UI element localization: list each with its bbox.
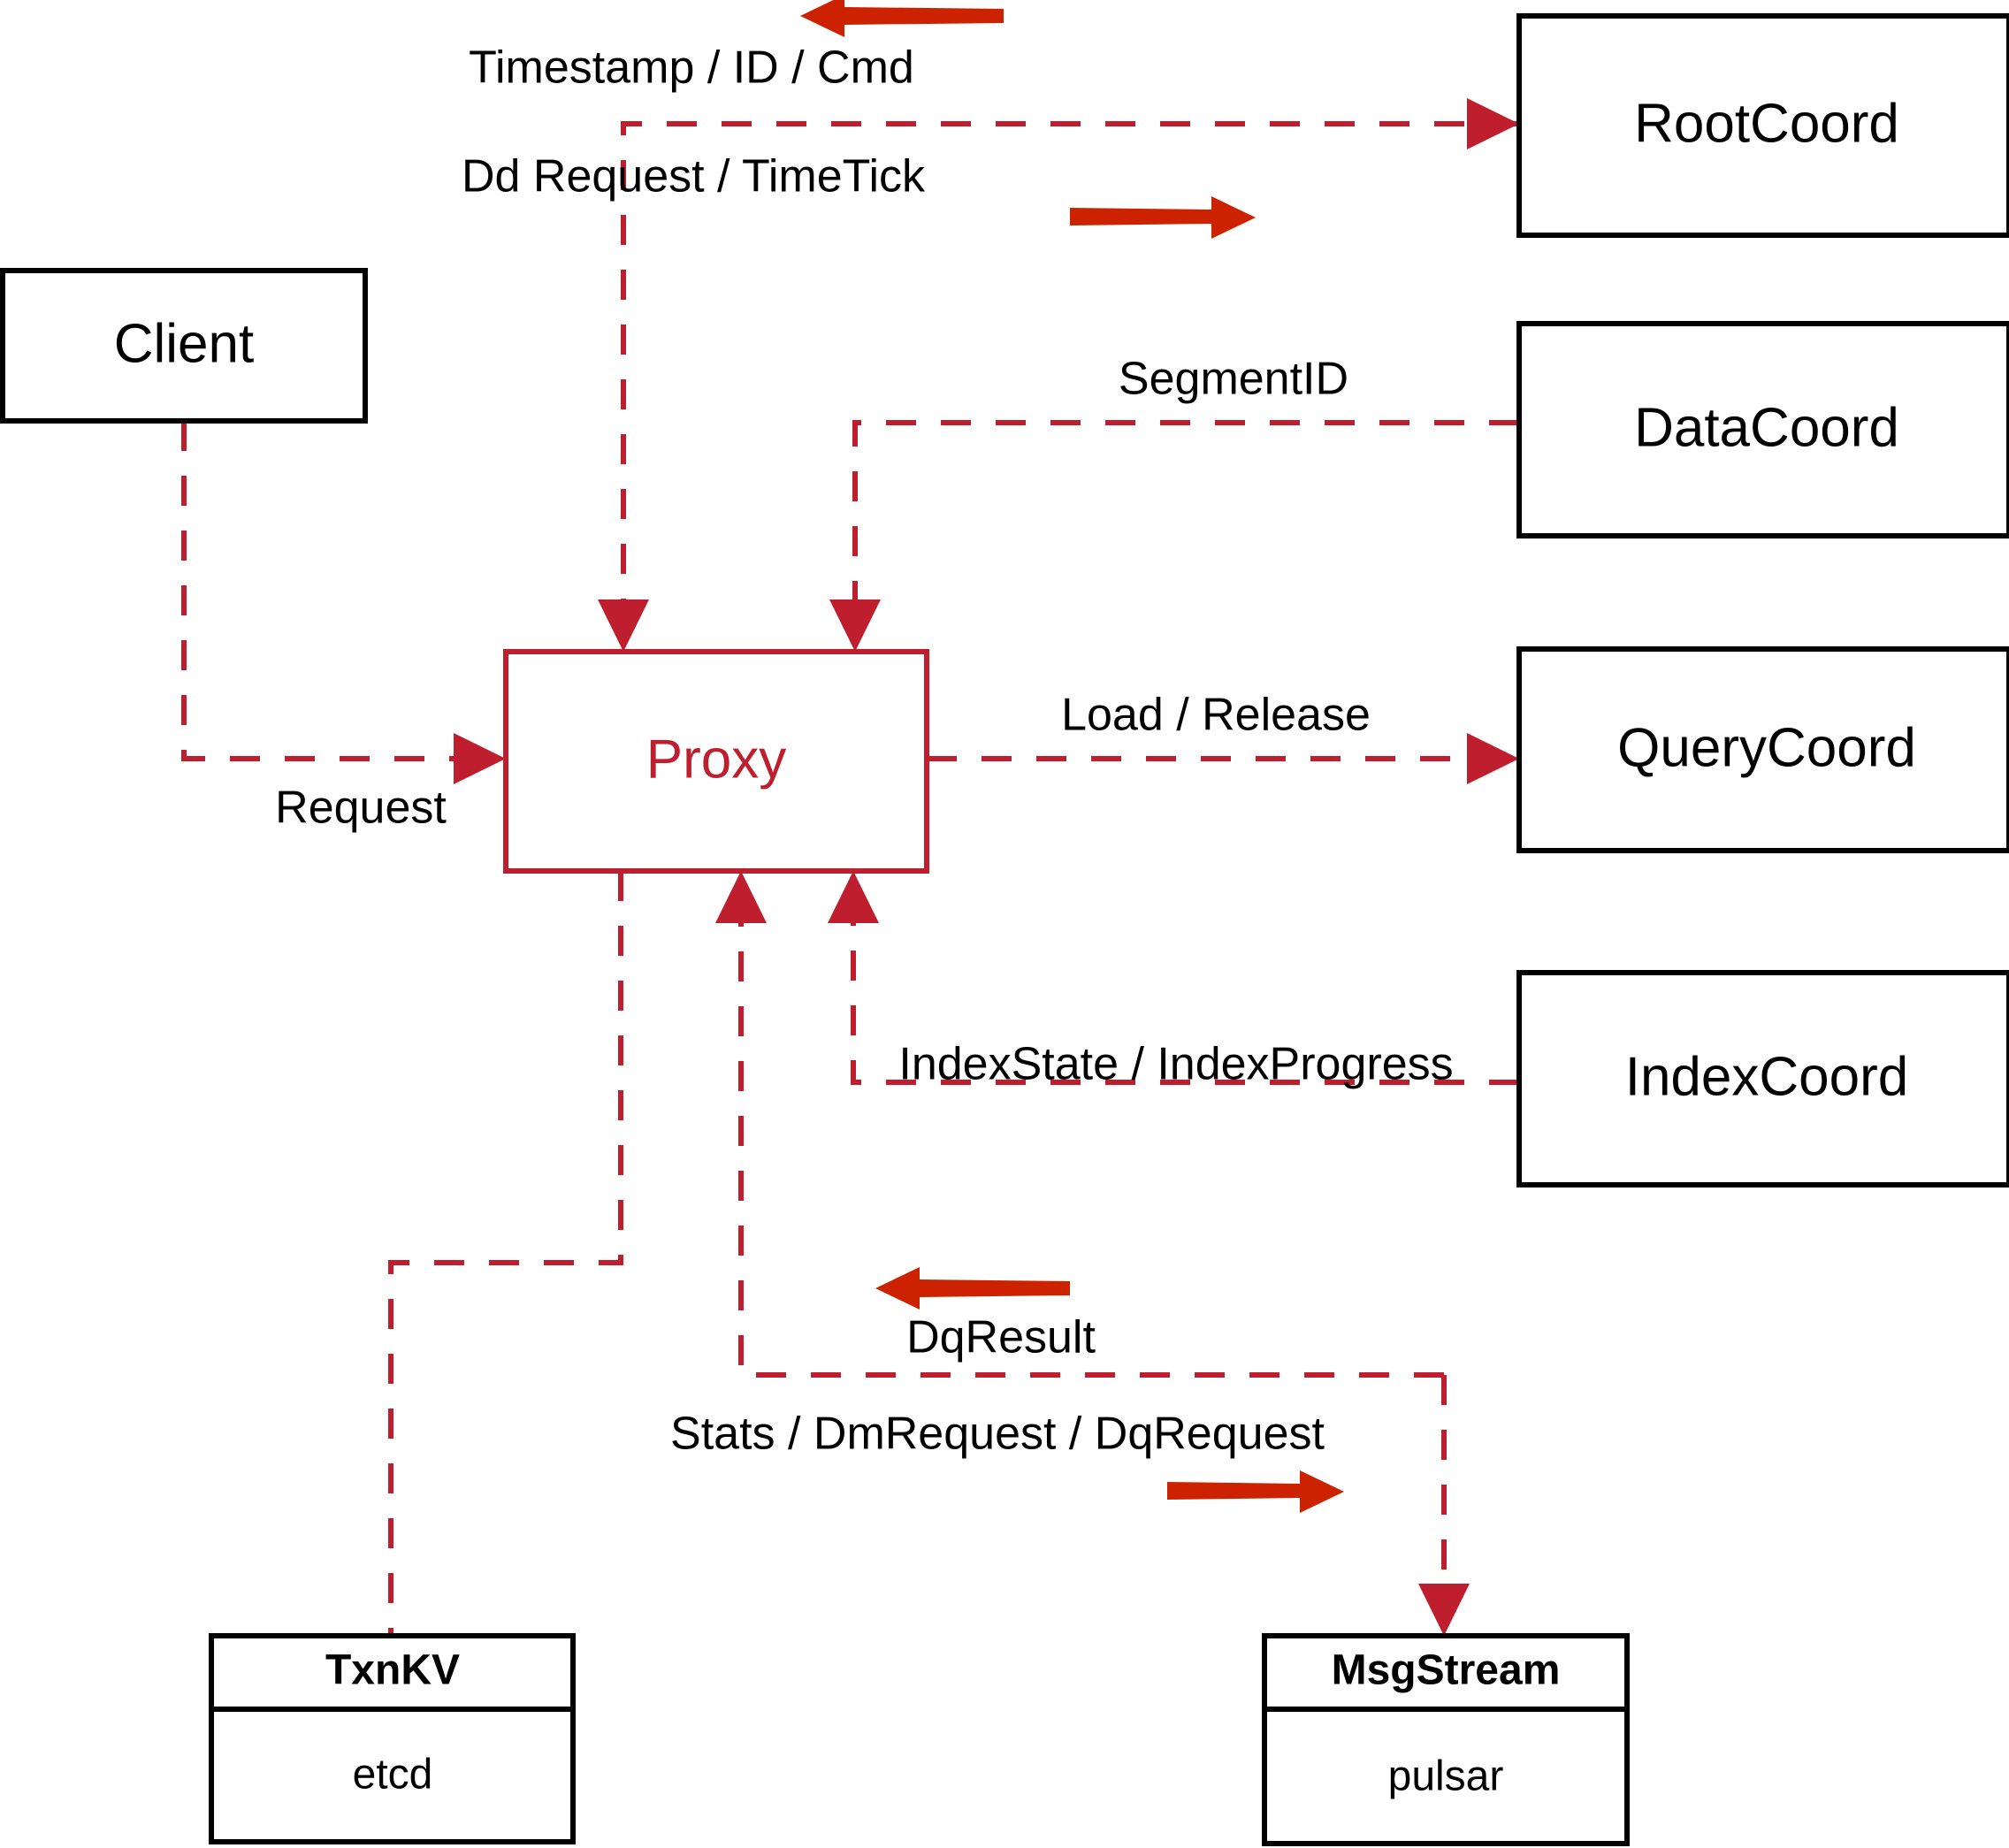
node-msgstream-box[interactable] — [1262, 1633, 1630, 1846]
node-txnkv-box[interactable] — [209, 1633, 576, 1844]
arrowhead-into-rootcoord-left — [1467, 98, 1519, 149]
edge-label-timestamp-id-cmd: Timestamp / ID / Cmd — [469, 42, 914, 94]
edge-client-to-proxy — [181, 421, 506, 784]
edge-label-dqresult: DqResult — [906, 1312, 1096, 1363]
node-msgstream-subtitle: pulsar — [1388, 1753, 1504, 1800]
edge-label-dd-request-timetick: Dd Request / TimeTick — [462, 151, 926, 202]
node-rootcoord[interactable]: RootCoord — [1516, 13, 2009, 238]
node-querycoord[interactable]: QueryCoord — [1516, 646, 2009, 853]
node-txnkv-title: TxnKV — [325, 1647, 460, 1694]
edge-label-indexstate-indexprogress: IndexState / IndexProgress — [898, 1039, 1453, 1090]
node-client-label: Client — [114, 313, 255, 374]
edge-path-rootcoord-to-proxy — [621, 121, 1519, 619]
node-datacoord-box[interactable] — [1516, 321, 2009, 538]
arrowhead-into-proxy-bottom-middle — [715, 871, 767, 923]
dqrequest-direction-arrow — [1167, 1470, 1344, 1513]
timestamp-direction-arrow — [800, 0, 1004, 37]
node-txnkv-subtitle: etcd — [353, 1752, 433, 1798]
edge-label-load-release: Load / Release — [1061, 690, 1371, 741]
node-client-box[interactable] — [0, 268, 368, 424]
arrowhead-into-proxy-top-right — [829, 599, 881, 652]
edge-proxy-to-txnkv — [388, 871, 623, 1636]
node-indexcoord-box[interactable] — [1516, 970, 2009, 1187]
edge-msgstream-to-proxy — [715, 871, 1444, 1378]
arrowhead-into-proxy-bottom-right — [828, 871, 879, 923]
edge-path-indexcoord-to-proxy — [851, 904, 1519, 1085]
edge-indexcoord-to-proxy — [828, 871, 1519, 1085]
arrowhead-into-proxy-left — [454, 733, 506, 784]
edge-path-client-to-proxy — [181, 421, 477, 761]
ddrequest-direction-arrow — [1070, 196, 1256, 239]
node-proxy-label: Proxy — [646, 729, 786, 790]
arrowhead-into-msgstream-top — [1418, 1584, 1470, 1636]
dqresult-direction-arrow — [875, 1267, 1070, 1310]
node-rootcoord-box[interactable] — [1516, 13, 2009, 238]
node-proxy-box[interactable] — [503, 649, 929, 874]
node-datacoord-label: DataCoord — [1634, 397, 1899, 458]
edge-proxy-to-msgstream — [1418, 1375, 1470, 1636]
node-rootcoord-label: RootCoord — [1634, 93, 1899, 154]
node-querycoord-box[interactable] — [1516, 646, 2009, 853]
edge-label-stats-dmrequest-dqrequest: Stats / DmRequest / DqRequest — [670, 1409, 1325, 1460]
edge-proxy-to-querycoord — [927, 733, 1519, 784]
edge-rootcoord-to-proxy — [598, 98, 1519, 652]
edge-label-request: Request — [275, 783, 447, 834]
node-msgstream[interactable]: MsgStream pulsar — [1262, 1633, 1630, 1846]
edge-datacoord-to-proxy — [829, 420, 1519, 652]
node-indexcoord[interactable]: IndexCoord — [1516, 970, 2009, 1187]
node-msgstream-title: MsgStream — [1332, 1647, 1561, 1694]
node-datacoord[interactable]: DataCoord — [1516, 321, 2009, 538]
node-indexcoord-label: IndexCoord — [1625, 1046, 1909, 1107]
arrowhead-into-querycoord-left — [1467, 733, 1519, 784]
edge-label-segmentid: SegmentID — [1119, 354, 1348, 405]
node-proxy[interactable]: Proxy — [503, 649, 929, 874]
node-client[interactable]: Client — [0, 268, 368, 424]
edge-path-msgstream-to-proxy — [738, 904, 1444, 1378]
node-querycoord-label: QueryCoord — [1617, 717, 1916, 778]
edge-path-proxy-to-txnkv — [388, 871, 623, 1636]
edge-path-datacoord-to-proxy — [852, 420, 1519, 619]
node-txnkv[interactable]: TxnKV etcd — [209, 1633, 576, 1844]
arrowhead-into-proxy-top-left — [598, 599, 649, 652]
